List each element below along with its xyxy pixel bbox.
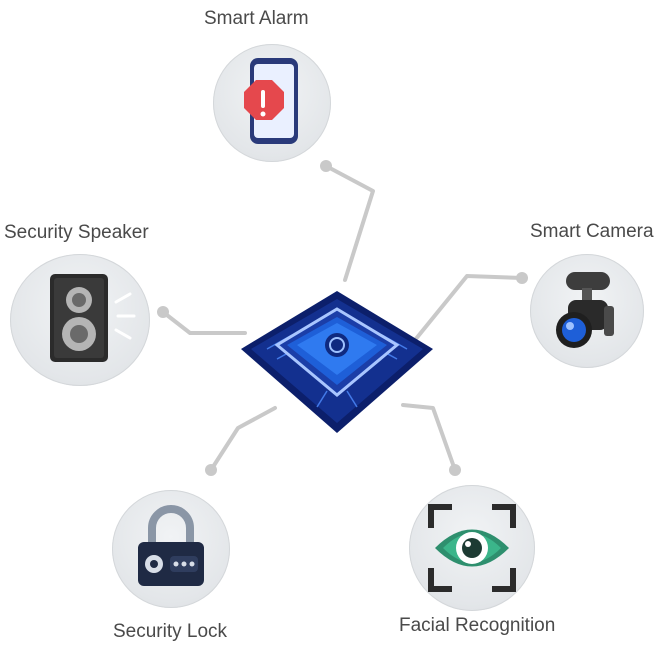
padlock-icon [138, 505, 204, 586]
label-smart-alarm: Smart Alarm [204, 8, 309, 29]
connector-camera [413, 274, 524, 342]
connector-dot-lock [205, 464, 217, 476]
node-security-lock [112, 490, 230, 608]
connector-speaker [161, 310, 247, 335]
node-security-speaker [10, 254, 150, 386]
camera-icon [556, 272, 614, 348]
label-facial-recognition: Facial Recognition [399, 615, 556, 636]
connector-facial [401, 403, 457, 472]
label-security-speaker: Security Speaker [4, 222, 149, 243]
phone-alert-icon [244, 58, 298, 144]
connector-dot-speaker [157, 306, 169, 318]
chip-icon [241, 291, 433, 433]
connector-lock [209, 406, 277, 472]
node-smart-camera [530, 254, 644, 368]
label-smart-camera: Smart Camera [530, 221, 654, 242]
eye-scan-icon [428, 504, 516, 592]
node-smart-alarm [213, 44, 331, 162]
connector-alarm [324, 164, 375, 282]
connector-dot-facial [449, 464, 461, 476]
connector-dot-camera [516, 272, 528, 284]
speaker-icon [50, 274, 136, 362]
node-facial-recognition [409, 485, 535, 611]
label-security-lock: Security Lock [113, 621, 228, 642]
connector-dot-alarm [320, 160, 332, 172]
